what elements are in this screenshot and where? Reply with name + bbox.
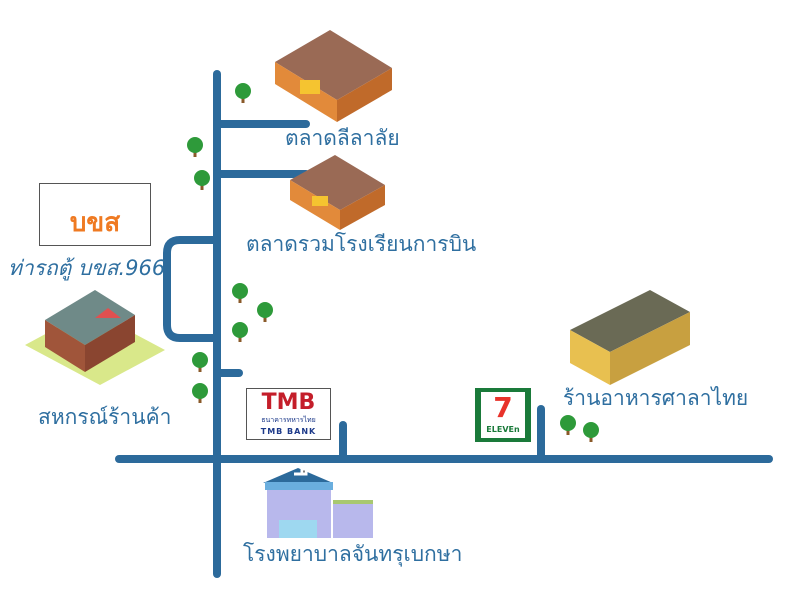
tree-icon (192, 352, 208, 372)
7eleven-seven: 7 (493, 391, 513, 424)
market-2-label: ตลาดรวมโรงเรียนการบิน (246, 232, 477, 256)
hospital-building (263, 467, 373, 538)
tree-icon (194, 170, 210, 190)
tmb-logo: TMB ธนาคารทหารไทย TMB BANK (246, 388, 331, 440)
bks-logo: บขส (39, 183, 151, 246)
hospital-label: โรงพยาบาลจันทรุเบกษา (243, 542, 463, 566)
market-1-building (275, 30, 392, 122)
coop-store-building (25, 290, 165, 385)
bks-logo-text: บขส (69, 208, 121, 238)
tree-icon (232, 322, 248, 342)
tmb-thai-text: ธนาคารทหารไทย (261, 416, 316, 424)
7eleven-eleven: ELEVEn (486, 425, 520, 434)
tree-icon (257, 302, 273, 322)
tmb-logo-text: TMB (261, 390, 316, 415)
trees (187, 83, 599, 442)
restaurant-label: ร้านอาหารศาลาไทย (563, 386, 749, 410)
road-loop (163, 236, 221, 342)
coop-store-label: สหกรณ์ร้านค้า (38, 405, 172, 429)
tree-icon (232, 283, 248, 303)
tree-icon (583, 422, 599, 442)
tmb-bank-text: TMB BANK (260, 427, 317, 436)
restaurant-building (570, 290, 690, 385)
7eleven-logo: 7 ELEVEn (475, 388, 531, 442)
market-2-building (290, 155, 385, 230)
market-1-label: ตลาดลีลาลัย (285, 126, 400, 150)
roads (115, 70, 773, 578)
tree-icon (187, 137, 203, 157)
tree-icon (192, 383, 208, 403)
bus-stop-label: ท่ารถตู้ บขส.966 (8, 256, 166, 280)
tree-icon (560, 415, 576, 435)
tree-icon (235, 83, 251, 103)
